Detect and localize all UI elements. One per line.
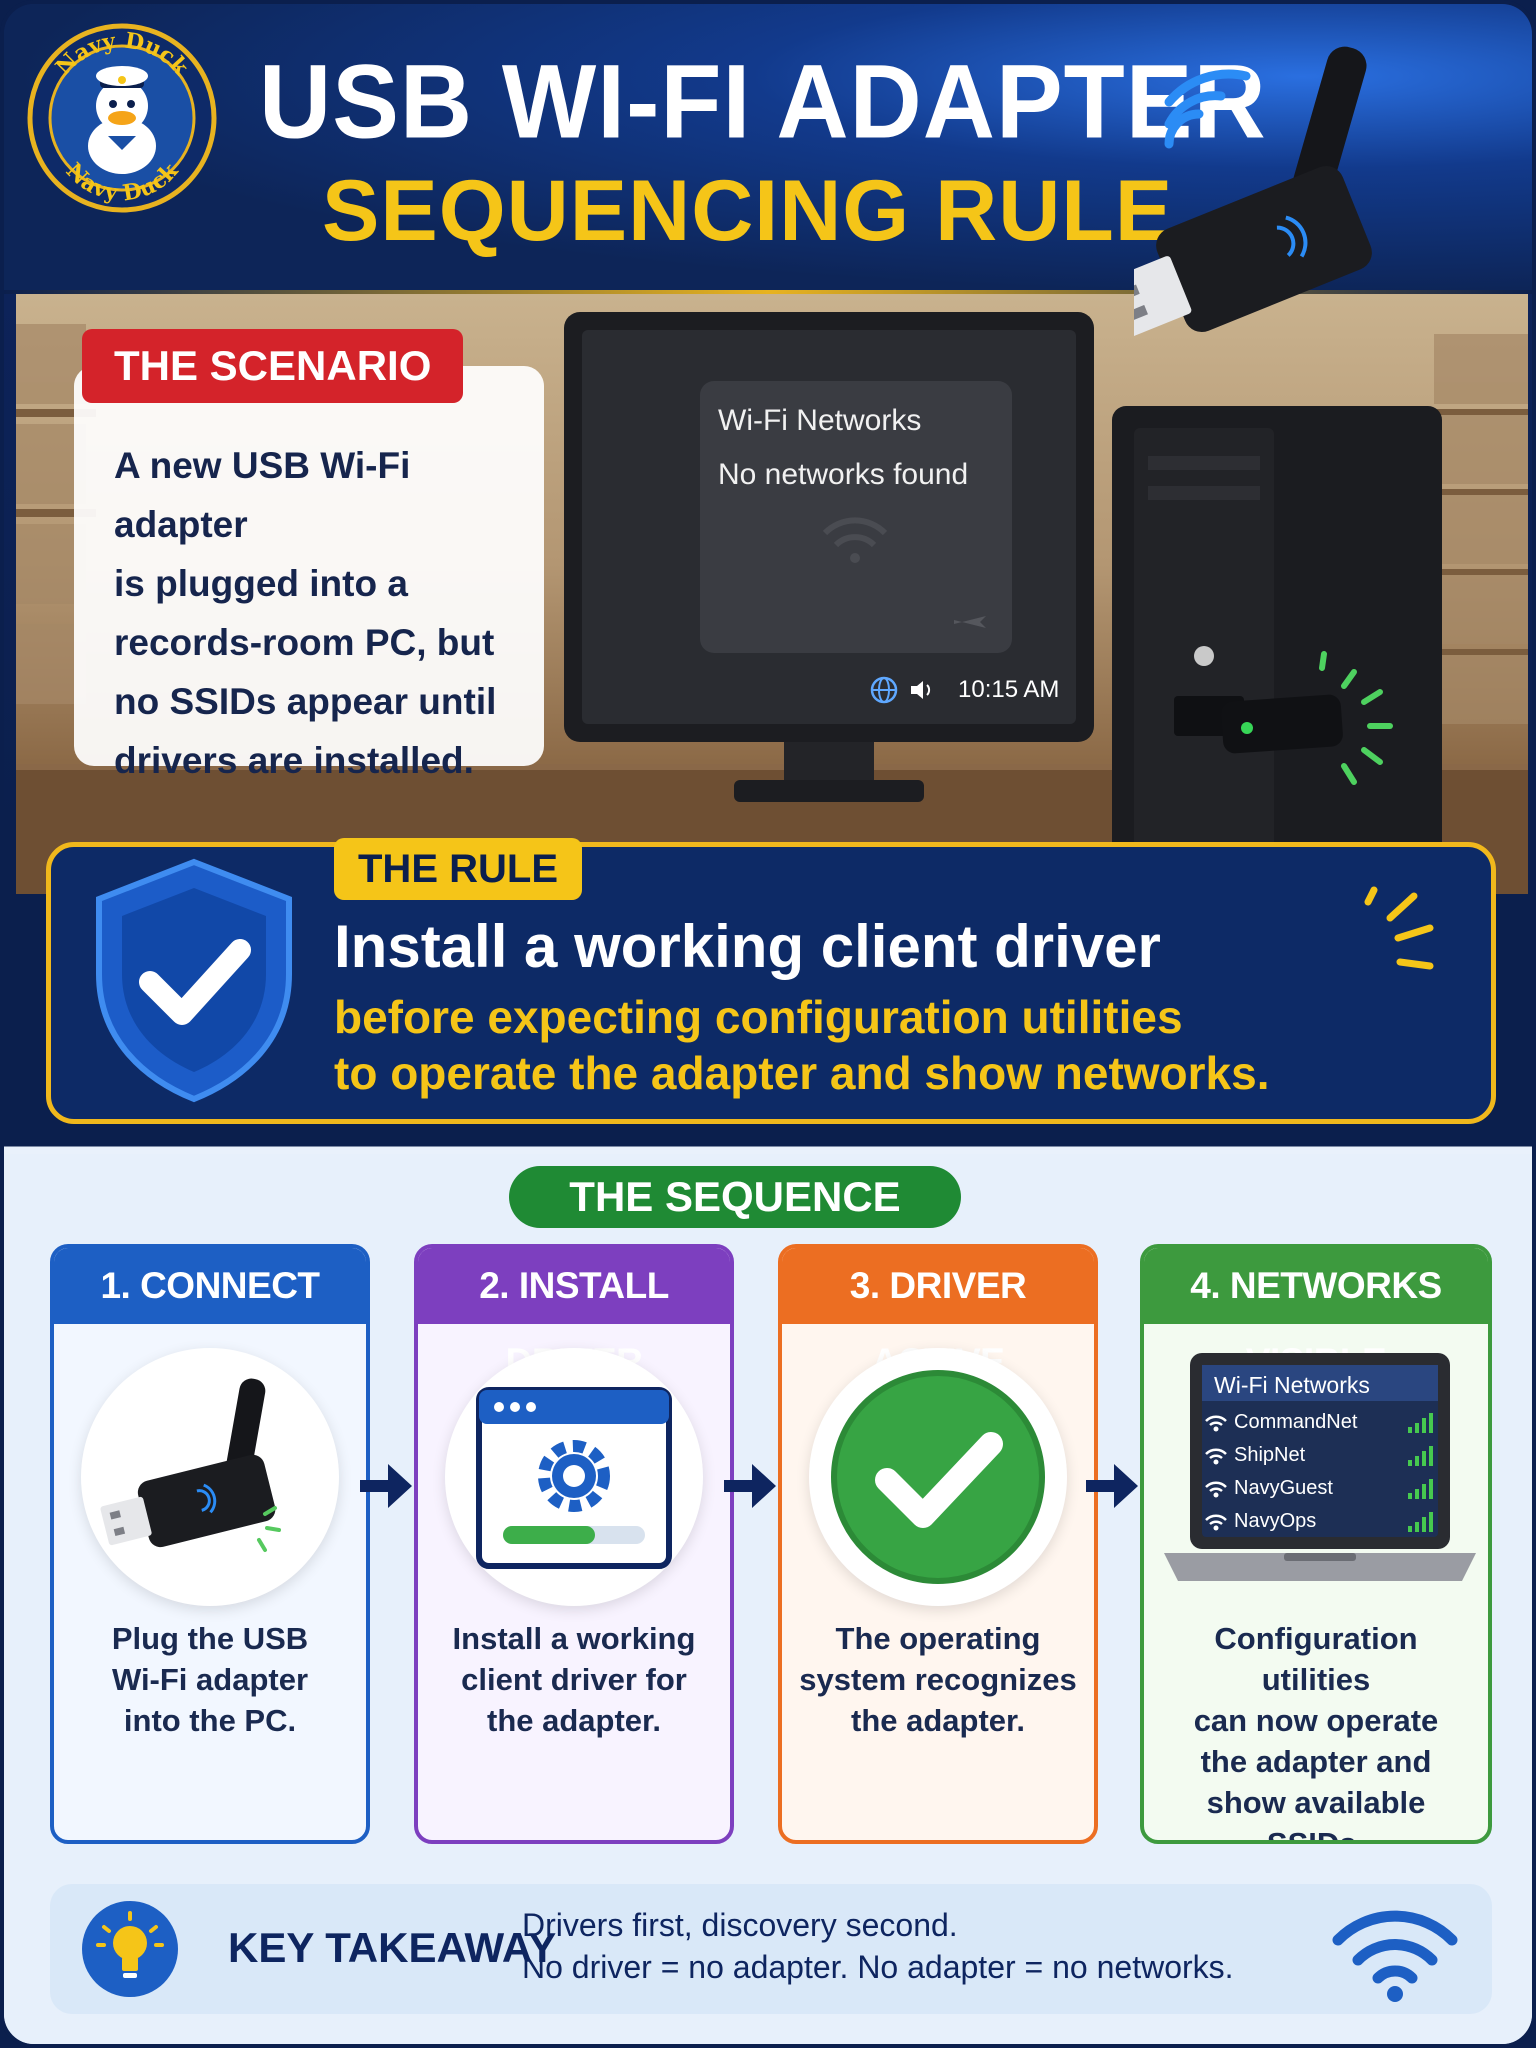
laptop-icon [1164, 1353, 1476, 1581]
globe-icon[interactable] [870, 676, 898, 704]
signal-bars-icon [1408, 1478, 1433, 1499]
step-icon-circle [81, 1348, 339, 1606]
gear-window-icon [476, 1387, 672, 1569]
taskbar: 10:15 AM [870, 676, 1059, 704]
arrow-right-icon [724, 1464, 776, 1508]
wifi-icon [1205, 1514, 1227, 1530]
shield-check-icon [96, 858, 292, 1103]
step-title: 1. CONNECT [54, 1248, 366, 1324]
header: Navy Duck Navy Duck USB WI-FI ADAPTER SE… [4, 4, 1532, 294]
scenario-text: A new USB Wi-Fi adapter is plugged into … [114, 445, 497, 781]
signal-bars-icon [1408, 1445, 1433, 1466]
scenario-tag: THE SCENARIO [82, 329, 464, 403]
title-line2: SEQUENCING RULE [322, 163, 1174, 259]
takeaway-label: KEY TAKEAWAY [228, 1924, 557, 1971]
step-text: Plug the USB Wi-Fi adapter into the PC. [111, 1621, 309, 1738]
network-list: CommandNet ShipNet NavyGuest NavyOps [1204, 1406, 1434, 1538]
step-title: 2. INSTALL DRIVER [418, 1248, 730, 1382]
clock-time: 10:15 AM [958, 676, 1060, 703]
wifi-icon [1205, 1448, 1227, 1464]
step-title: 3. DRIVER ACTIVE [782, 1248, 1094, 1382]
takeaway-line1: Drivers first, discovery second. [522, 1907, 958, 1943]
panel-title: Wi-Fi Networks [718, 404, 922, 437]
key-takeaway-banner: KEY TAKEAWAY Drivers first, discovery se… [50, 1884, 1492, 2014]
step-card-connect: 1. CONNECT Plug the USB Wi-Fi adapter [50, 1244, 370, 1844]
network-name: CommandNet [1234, 1411, 1358, 1433]
speaker-icon[interactable] [908, 676, 936, 704]
usb-wifi-dongle-icon [1134, 46, 1372, 338]
step-text: The operating system recognizes the adap… [799, 1621, 1077, 1738]
scenario-card: A new USB Wi-Fi adapter is plugged into … [74, 366, 544, 781]
lightbulb-icon [82, 1901, 178, 1997]
wifi-waves-icon [1164, 69, 1251, 149]
faded-wifi-icon [822, 517, 888, 563]
networks-panel-title: Wi-Fi Networks [1214, 1372, 1370, 1398]
signal-bars-icon [1408, 1511, 1433, 1532]
wifi-icon [1205, 1481, 1227, 1497]
network-name: ShipNet [1234, 1444, 1306, 1466]
rule-sub-text: before expecting configuration utilities… [334, 991, 1270, 1099]
step-card-networks-visible: 4. NETWORKS VISIBLE Wi-Fi Networks Comma… [1140, 1244, 1492, 1844]
arrow-right-icon [1086, 1464, 1138, 1508]
step-icon-circle [445, 1348, 703, 1606]
step-title: 4. NETWORKS VISIBLE [1144, 1248, 1488, 1382]
network-item[interactable]: CommandNet [1204, 1406, 1434, 1439]
arrow-right-icon [360, 1464, 412, 1508]
step-text: Configuration utilities can now operate … [1193, 1621, 1439, 1844]
sparkle-icon [1364, 886, 1434, 970]
network-name: NavyOps [1234, 1510, 1317, 1532]
step-card-driver-active: 3. DRIVER ACTIVE The operating system re… [778, 1244, 1098, 1844]
wifi-status-panel: Wi-Fi Networks No networks found [700, 381, 1012, 653]
airplane-icon [954, 616, 986, 628]
title-line1: USB WI-FI ADAPTER [259, 43, 1267, 161]
network-item[interactable]: ShipNet [1204, 1439, 1434, 1472]
network-name: NavyGuest [1234, 1477, 1333, 1499]
rule-tag: THE RULE [334, 838, 582, 900]
sequence-tag: THE SEQUENCE [509, 1166, 961, 1228]
network-item[interactable]: NavyGuest [1204, 1472, 1434, 1505]
network-item[interactable]: NavyOps [1204, 1505, 1434, 1538]
panel-message: No networks found [718, 458, 969, 491]
check-circle-icon [831, 1370, 1045, 1584]
wifi-icon [1332, 1910, 1458, 2002]
step-icon-circle [809, 1348, 1067, 1606]
usb-wifi-dongle-icon [100, 1378, 281, 1552]
step-card-install-driver: 2. INSTALL DRIVER Install a working clie… [414, 1244, 734, 1844]
duck-sailor-logo-icon: Navy Duck Navy Duck [27, 23, 217, 213]
wifi-icon [1205, 1415, 1227, 1431]
signal-bars-icon [1408, 1412, 1433, 1433]
takeaway-line2: No driver = no adapter. No adapter = no … [522, 1949, 1234, 1985]
step-text: Install a working client driver for the … [452, 1621, 696, 1738]
rule-main-text: Install a working client driver [334, 913, 1161, 980]
pc-tower-icon [1112, 406, 1442, 906]
